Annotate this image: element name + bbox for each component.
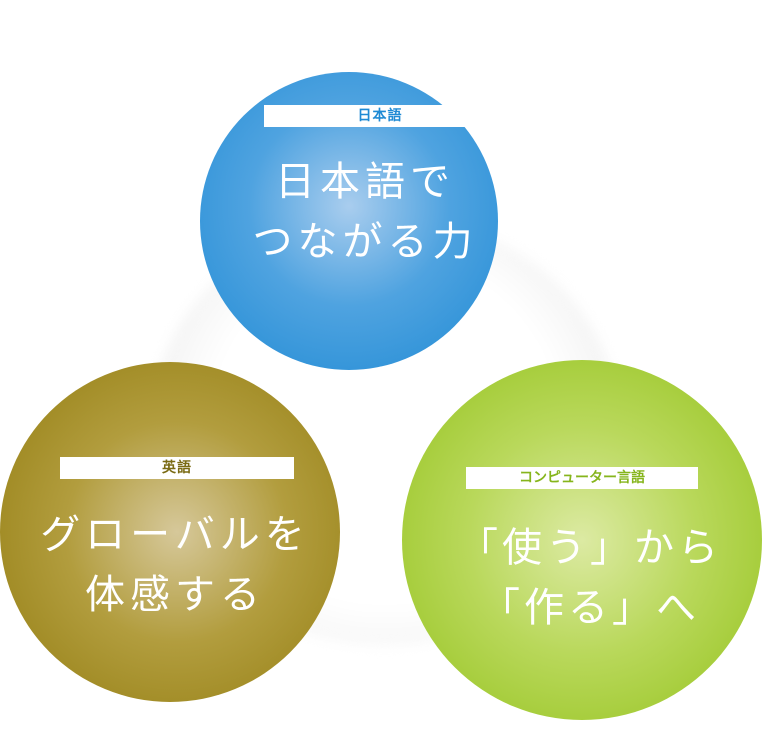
computer-language-circle: [402, 360, 762, 720]
japanese-headline-line1: 日本語で: [275, 159, 455, 205]
english-headline: グローバルを 体感する: [20, 505, 330, 625]
japanese-headline-line2: つながる力: [252, 219, 478, 265]
computer-language-tag: コンピューター言語: [466, 467, 698, 489]
english-tag: 英語: [60, 457, 294, 479]
english-headline-line2: 体感する: [85, 572, 265, 618]
computer-language-headline: 「使う」から 「作る」へ: [440, 518, 740, 638]
computer-language-headline-line2: 「作る」へ: [480, 585, 700, 631]
english-headline-line1: グローバルを: [40, 512, 310, 558]
computer-language-headline-line1: 「使う」から: [458, 525, 722, 571]
japanese-tag: 日本語: [264, 105, 496, 127]
japanese-headline: 日本語で つながる力: [230, 152, 500, 272]
english-circle: [0, 362, 340, 702]
